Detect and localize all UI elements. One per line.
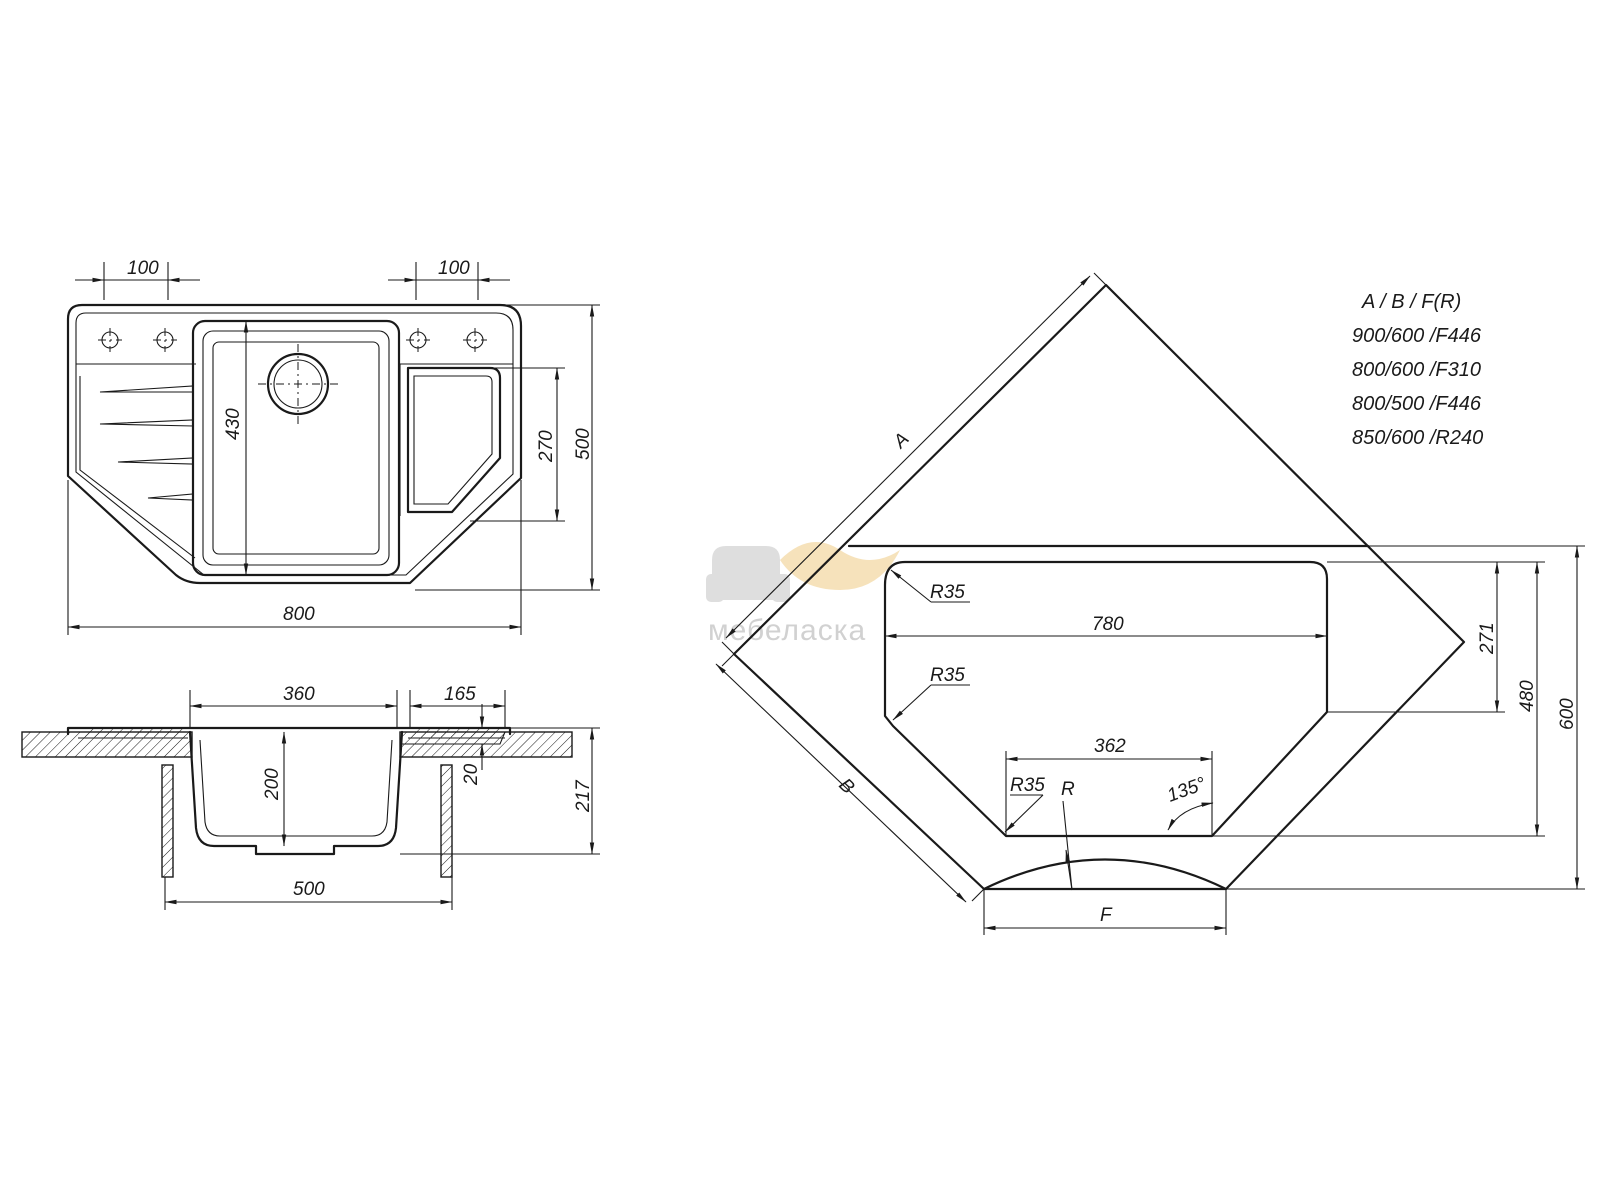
dim-271-label: 271	[1477, 622, 1498, 655]
dim-r35-top-label: R35	[930, 582, 965, 603]
dim-430-label: 430	[223, 408, 244, 440]
cabinet-wall-right	[440, 764, 453, 878]
drainer-ribs	[99, 385, 194, 501]
dim-100-left-label: 100	[127, 258, 159, 279]
legend-row: 800/500 /F446	[1352, 393, 1482, 415]
main-bowl-top	[191, 319, 401, 577]
legend-row: 900/600 /F446	[1352, 325, 1482, 347]
legend-header: A / B / F(R)	[1361, 291, 1461, 313]
label-f: F	[1100, 905, 1113, 926]
legend-row: 850/600 /R240	[1352, 427, 1483, 449]
drain-icon	[266, 352, 330, 416]
dim-r35-bottom-label: R35	[1010, 775, 1045, 796]
dim-480-label: 480	[1517, 680, 1538, 712]
dim-500-label: 500	[573, 428, 594, 460]
size-legend: A / B / F(R) 900/600 /F446 800/600 /F310…	[1352, 291, 1483, 449]
label-r: R	[1061, 779, 1075, 800]
dim-360-label: 360	[283, 684, 315, 705]
dim-800-label: 800	[283, 604, 315, 625]
watermark-logo: мебеласка	[706, 542, 900, 647]
main-bowl-section	[188, 730, 404, 856]
dim-r35-middle-label: R35	[930, 665, 965, 686]
dim-217-label: 217	[573, 779, 594, 813]
dim-500-section-label: 500	[293, 879, 325, 900]
dim-100-right-label: 100	[438, 258, 470, 279]
label-b: B	[835, 774, 859, 798]
label-a: A	[889, 429, 914, 454]
top-view: 100 100 430 270 500 800	[66, 258, 600, 635]
dim-780-label: 780	[1092, 614, 1124, 635]
section-view: 360 165 200 20 217 500	[21, 684, 600, 910]
dim-135-label: 135°	[1165, 773, 1209, 806]
dim-165-label: 165	[444, 684, 476, 705]
sink-outline-top	[66, 303, 523, 585]
watermark-text: мебеласка	[708, 614, 866, 647]
legend-row: 800/600 /F310	[1352, 359, 1481, 381]
dim-20-label: 20	[461, 763, 482, 786]
sink-cutout-outline	[883, 560, 1329, 838]
dim-600-label: 600	[1557, 698, 1578, 730]
small-bowl-top	[406, 366, 502, 514]
cabinet-wall-left	[161, 764, 174, 878]
dim-362-label: 362	[1094, 736, 1126, 757]
dim-270-label: 270	[536, 430, 557, 463]
dim-200-label: 200	[262, 768, 283, 801]
